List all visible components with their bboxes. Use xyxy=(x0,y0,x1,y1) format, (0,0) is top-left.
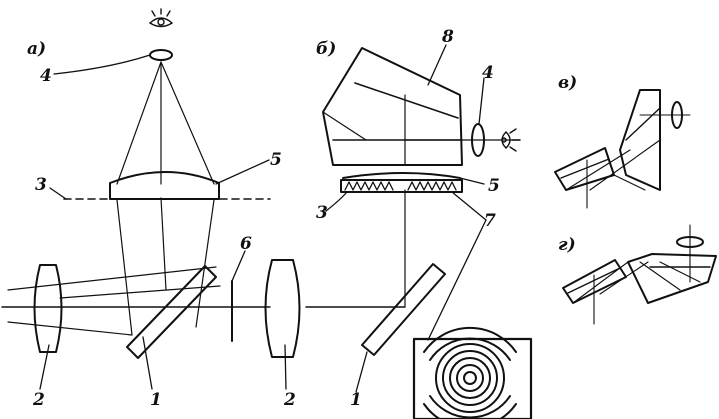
focus-screen-b xyxy=(340,179,463,193)
panel-label-v: в) xyxy=(558,73,577,93)
objective-lens-a xyxy=(33,264,63,353)
panel-v xyxy=(554,89,691,209)
light-rays-a xyxy=(7,61,221,336)
projection-lens-a xyxy=(264,259,301,358)
label-field-lens-b: 5 xyxy=(488,176,500,196)
rays-g xyxy=(572,224,701,325)
reflex-mirror-a xyxy=(126,265,217,359)
rays-v xyxy=(565,114,691,209)
label-fresnel: 7 xyxy=(484,211,496,231)
field-lens-b xyxy=(342,172,461,179)
prism-inner-line xyxy=(354,82,459,119)
leaders-a xyxy=(39,54,287,390)
field-lens-a xyxy=(109,171,220,200)
panel-g xyxy=(562,224,717,325)
prism-lower-v-inner xyxy=(560,158,610,179)
eye-icon-side xyxy=(501,128,521,152)
label-focal-plane-a: 3 xyxy=(35,175,47,195)
reflex-mirror-b xyxy=(361,263,446,356)
label-eyepiece-b: 4 xyxy=(482,63,494,83)
fresnel-rings xyxy=(423,326,517,419)
prism-right-g xyxy=(627,253,717,304)
label-lens-a2: 2 xyxy=(283,390,296,410)
eyepiece-a xyxy=(149,49,173,61)
eyepiece-v xyxy=(671,101,683,129)
eye-icon-top xyxy=(149,8,173,28)
label-lens-a: 2 xyxy=(32,390,45,410)
panel-a xyxy=(1,8,301,390)
label-mirror-a: 1 xyxy=(150,390,162,410)
fresnel-teeth xyxy=(344,181,457,191)
leaders-b xyxy=(325,44,487,393)
prism-inner-line-3 xyxy=(322,111,367,141)
panel-label-b: б) xyxy=(316,39,336,59)
eyepiece-g xyxy=(676,236,704,248)
panel-label-a: а) xyxy=(27,39,46,59)
eyepiece-b xyxy=(471,123,485,157)
label-prism: 8 xyxy=(441,27,454,47)
label-eyepiece-a: 4 xyxy=(40,66,52,86)
prism-upper-v-inner xyxy=(625,107,661,141)
panel-label-g: г) xyxy=(558,235,576,255)
label-diaphragm: 6 xyxy=(240,234,252,254)
panel-b xyxy=(305,44,533,419)
label-field-lens-a: 5 xyxy=(270,150,282,170)
pentaprism-8 xyxy=(322,47,463,166)
label-mirror-b: 1 xyxy=(350,390,362,410)
label-focal-plane-b: 3 xyxy=(316,203,328,223)
